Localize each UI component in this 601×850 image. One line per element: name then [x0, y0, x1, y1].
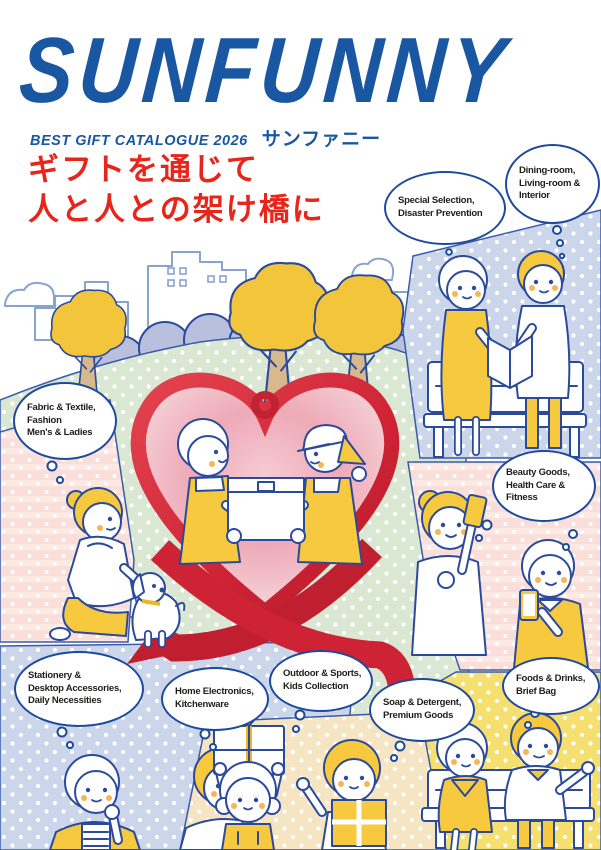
scene-gift-carriers: [213, 711, 387, 850]
category-bubble-stationery: Stationery & Desktop Accessories, Daily …: [14, 651, 144, 727]
category-bubble-dining-room: Dining-room, Living-room & Interior: [505, 144, 600, 224]
scene-gift-exchange: [177, 418, 367, 565]
category-line: Fabric & Textile,: [27, 402, 96, 414]
category-line: Kids Collection: [283, 681, 349, 692]
category-line: Men's & Ladies: [27, 427, 93, 439]
scene-bench-reading: [423, 250, 587, 458]
category-line: Special Selection,: [398, 195, 475, 207]
category-bubble-fabric-textile: Fabric & Textile, Fashion Men's & Ladies: [13, 382, 117, 460]
tagline-line2: 人と人との架け橋に: [28, 192, 325, 227]
category-line: Health Care &: [506, 479, 566, 491]
brand-name-japanese: サンファニー: [261, 129, 382, 150]
subtitle-row: BEST GIFT CATALOGUE 2026 サンファニー: [30, 124, 381, 151]
category-line: Beauty Goods,: [506, 467, 570, 479]
category-bubble-foods-drinks: Foods & Drinks, Brief Bag: [502, 657, 600, 715]
category-line: Brief Bag: [516, 686, 556, 697]
smartphone: [462, 494, 488, 528]
category-line: Daily Necessities: [28, 695, 102, 707]
category-bubble-outdoor-sports: Outdoor & Sports, Kids Collection: [269, 650, 373, 712]
category-line: Stationery &: [28, 670, 81, 682]
category-bubble-special-selection: Special Selection, Disaster Prevention: [384, 171, 506, 245]
catalogue-subtitle: BEST GIFT CATALOGUE 2026: [30, 133, 248, 149]
ribbon-loop: [251, 391, 279, 419]
category-line: Living-room &: [519, 177, 581, 189]
category-line: Outdoor & Sports,: [283, 668, 362, 680]
scene-bench-elders: [421, 712, 595, 850]
category-bubble-soap-detergent: Soap & Detergent, Premium Goods: [369, 678, 475, 742]
category-line: Soap & Detergent,: [383, 697, 462, 709]
category-line: Fashion: [27, 414, 62, 426]
category-line: Foods & Drinks,: [516, 673, 586, 685]
brand-logo: SUNFUNNY: [16, 19, 514, 123]
category-line: Home Electronics,: [175, 686, 254, 698]
tagline-line1: ギフトを通じて: [28, 152, 259, 187]
category-line: Desktop Accessories,: [28, 682, 122, 694]
category-line: Disaster Prevention: [398, 208, 483, 219]
scene-dog: [49, 487, 186, 648]
scene-phones: [411, 490, 589, 669]
category-line: Premium Goods: [383, 710, 454, 721]
category-line: Fitness: [506, 492, 538, 504]
category-line: Interior: [519, 190, 550, 202]
category-line: Dining-room,: [519, 165, 576, 177]
tagline: ギフトを通じて 人と人との架け橋に: [28, 150, 325, 230]
category-line: Kitchenware: [175, 699, 229, 710]
category-bubble-home-electronics: Home Electronics, Kitchenware: [161, 667, 269, 731]
category-bubble-beauty-goods: Beauty Goods, Health Care & Fitness: [492, 450, 596, 522]
